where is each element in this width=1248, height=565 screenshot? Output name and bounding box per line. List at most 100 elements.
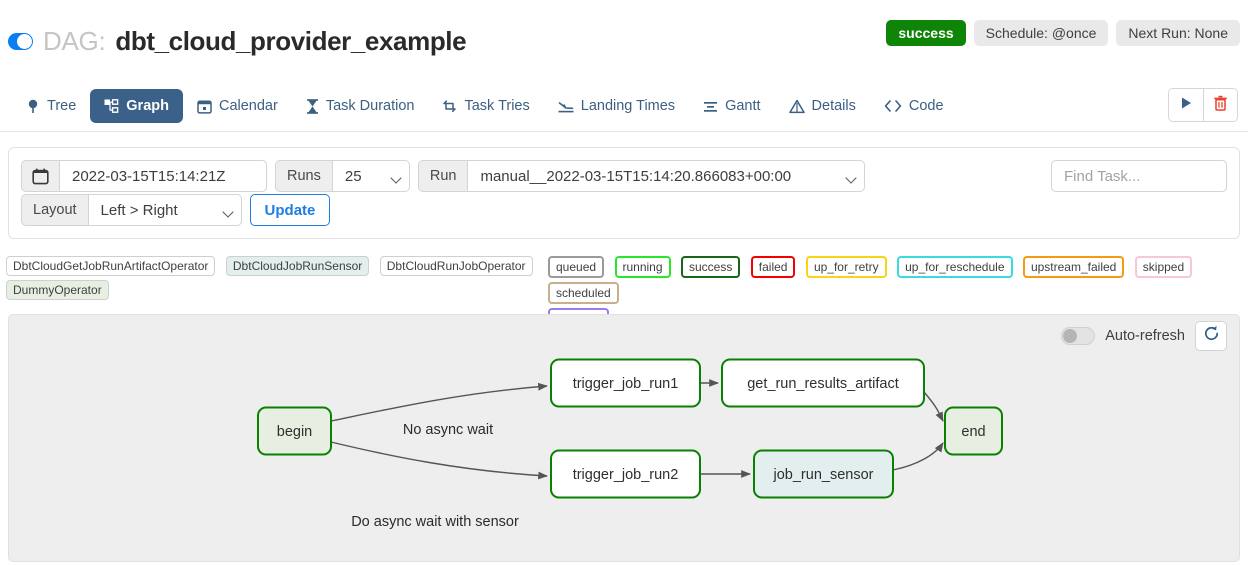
edge-begin-trigger_job_run2 (330, 441, 548, 480)
play-icon (1179, 96, 1193, 115)
edge-label: Do async wait with sensor (351, 514, 519, 530)
graph-icon (104, 98, 119, 114)
view-tabbar: Tree Graph Calendar Task Duration (0, 80, 1248, 132)
next-run-badge[interactable]: Next Run: None (1116, 20, 1240, 46)
tab-task-tries[interactable]: Task Tries (428, 89, 543, 123)
tab-label: Task Tries (464, 98, 530, 114)
base-date-group: 2022-03-15T15:14:21Z (21, 160, 267, 192)
auto-refresh-label: Auto-refresh (1105, 328, 1185, 344)
calendar-icon (197, 99, 212, 114)
task-node-label: end (961, 424, 985, 440)
base-date-input[interactable]: 2022-03-15T15:14:21Z (59, 160, 267, 192)
tab-label: Task Duration (325, 98, 415, 114)
gantt-icon (703, 99, 718, 114)
tab-label: Details (811, 98, 856, 114)
tab-label: Graph (126, 98, 169, 114)
run-label: Run (417, 160, 468, 192)
tab-details[interactable]: Details (775, 89, 870, 123)
trigger-dag-button[interactable] (1169, 89, 1203, 121)
tab-gantt[interactable]: Gantt (689, 89, 774, 123)
task-node-label: trigger_job_run1 (573, 376, 679, 392)
status-chip-upstream-failed[interactable]: upstream_failed (1022, 256, 1125, 278)
status-chip-scheduled[interactable]: scheduled (548, 282, 619, 304)
legend-area: DbtCloudGetJobRunArtifactOperator DbtClo… (0, 256, 1248, 330)
task-node-begin[interactable]: begin (257, 406, 332, 456)
run-group: Run manual__2022-03-15T15:14:20.866083+0… (417, 160, 866, 192)
delete-dag-button[interactable] (1203, 89, 1237, 121)
dag-status-badges: success Schedule: @once Next Run: None (886, 20, 1240, 46)
tab-label: Code (908, 98, 944, 114)
task-node-trigger_job_run2[interactable]: trigger_job_run2 (550, 449, 701, 499)
layout-select[interactable]: Left > Right (87, 194, 242, 226)
status-chip-running[interactable]: running (614, 256, 671, 278)
tab-landing-times[interactable]: Landing Times (544, 89, 689, 123)
layout-group: Layout Left > Right (21, 194, 242, 226)
dag-label: DAG: (43, 26, 106, 56)
calendar-icon (21, 160, 59, 192)
page-header: DAG: dbt_cloud_provider_example success … (0, 0, 1248, 72)
filter-toolbar: 2022-03-15T15:14:21Z Runs 25 Run manual_… (8, 147, 1240, 239)
retry-icon (442, 99, 457, 114)
graph-nodes: begin trigger_job_run1 trigger_job_run2 … (257, 358, 1003, 499)
operator-chip[interactable]: DbtCloudRunJobOperator (379, 256, 533, 276)
hourglass-icon (306, 98, 319, 114)
tab-label: Landing Times (580, 98, 676, 114)
trash-icon (1213, 95, 1228, 116)
status-chip-failed[interactable]: failed (750, 256, 796, 278)
task-node-end[interactable]: end (944, 406, 1003, 456)
toggle-on-icon[interactable] (8, 33, 33, 50)
triangle-icon (788, 99, 805, 114)
tab-tree[interactable]: Tree (12, 89, 90, 123)
run-select[interactable]: manual__2022-03-15T15:14:20.866083+00:00 (467, 160, 866, 192)
refresh-button[interactable] (1195, 321, 1227, 351)
status-chip-up-for-retry[interactable]: up_for_retry (805, 256, 887, 278)
edge-label: No async wait (403, 422, 493, 438)
task-node-label: job_run_sensor (773, 467, 874, 483)
runs-group: Runs 25 (275, 160, 410, 192)
find-task-input[interactable]: Find Task... (1051, 160, 1227, 192)
operator-chip[interactable]: DbtCloudGetJobRunArtifactOperator (6, 256, 216, 276)
dag-title: DAG: dbt_cloud_provider_example (8, 26, 467, 57)
task-node-label: trigger_job_run2 (573, 467, 679, 483)
edge-job_run_sensor-end (892, 442, 944, 471)
operator-chip[interactable]: DbtCloudJobRunSensor (225, 256, 370, 276)
tab-code[interactable]: Code (870, 89, 958, 123)
tab-label: Calendar (218, 98, 278, 114)
schedule-badge[interactable]: Schedule: @once (973, 20, 1109, 46)
graph-edge-labels: No async wait Do async wait with sensor (351, 422, 519, 530)
dag-action-buttons (1168, 88, 1238, 122)
edge-begin-trigger_job_run1 (330, 382, 548, 422)
tab-label: Tree (47, 98, 77, 114)
update-button[interactable]: Update (249, 194, 331, 226)
operator-legend: DbtCloudGetJobRunArtifactOperator DbtClo… (6, 256, 546, 304)
runs-select[interactable]: 25 (331, 160, 410, 192)
dag-graph-canvas[interactable]: No async wait Do async wait with sensor … (9, 315, 1240, 562)
dag-graph-panel: Auto-refresh (8, 314, 1240, 562)
runs-label: Runs (275, 160, 332, 192)
tree-icon (26, 99, 40, 114)
status-chip-skipped[interactable]: skipped (1134, 256, 1193, 278)
edge-get_run_results_artifact-end (923, 391, 944, 422)
auto-refresh-toggle[interactable] (1061, 327, 1096, 345)
graph-edges (330, 379, 944, 480)
task-node-job_run_sensor[interactable]: job_run_sensor (753, 449, 894, 499)
task-node-label: get_run_results_artifact (747, 376, 899, 392)
landing-icon (558, 99, 574, 114)
status-chip-success[interactable]: success (680, 256, 741, 278)
layout-label: Layout (21, 194, 88, 226)
operator-chip[interactable]: DummyOperator (6, 280, 109, 300)
task-node-get_run_results_artifact[interactable]: get_run_results_artifact (721, 358, 925, 408)
status-chip-up-for-reschedule[interactable]: up_for_reschedule (897, 256, 1013, 278)
status-chip-queued[interactable]: queued (548, 256, 605, 278)
task-node-label: begin (277, 424, 312, 440)
task-node-trigger_job_run1[interactable]: trigger_job_run1 (550, 358, 701, 408)
graph-controls: Auto-refresh (1061, 321, 1227, 351)
tab-calendar[interactable]: Calendar (183, 89, 292, 123)
refresh-icon (1203, 325, 1220, 347)
status-badge: success (886, 20, 966, 46)
dag-name: dbt_cloud_provider_example (115, 26, 467, 56)
tab-task-duration[interactable]: Task Duration (292, 89, 429, 123)
code-icon (884, 99, 902, 113)
tab-label: Gantt (725, 98, 761, 114)
tab-graph[interactable]: Graph (90, 89, 183, 123)
